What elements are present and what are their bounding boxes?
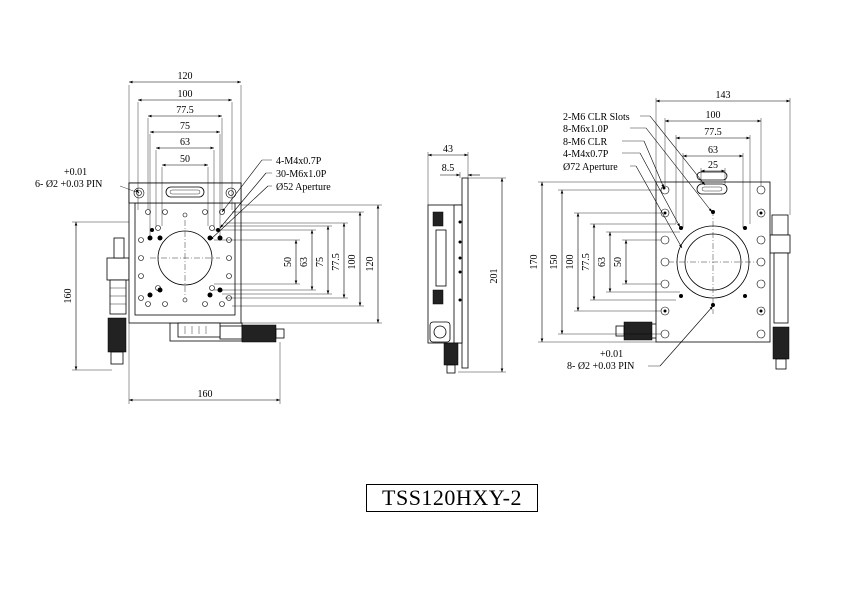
rear-side-150: 150	[549, 255, 560, 270]
side-dim-63: 63	[299, 257, 310, 267]
rear-holes	[660, 185, 766, 339]
rear-side-50: 50	[613, 257, 624, 267]
rear-pin-tol: +0.01	[600, 349, 623, 360]
front-callout-aperture: Ø52 Aperture	[276, 182, 331, 193]
side-dim-201: 201	[489, 269, 500, 284]
side-dim-120: 120	[365, 257, 376, 272]
rear-pin-label: 8- Ø2 +0.03 PIN	[567, 361, 634, 372]
dim-50: 50	[180, 154, 190, 165]
side-dim-43: 43	[443, 144, 453, 155]
rear-callout-slots: 2-M6 CLR Slots	[563, 112, 630, 123]
dim-75: 75	[180, 121, 190, 132]
rear-side-170: 170	[529, 255, 540, 270]
dim-63: 63	[180, 137, 190, 148]
rear-side-dimensions: 170 150 100 77.5 63 50	[529, 181, 680, 343]
drawing-title: TSS120HXY-2	[366, 484, 538, 512]
rear-callout-m4: 4-M4x0.7P	[563, 149, 609, 160]
front-pin-label: 6- Ø2 +0.03 PIN	[35, 179, 102, 190]
rear-dim-143: 143	[716, 90, 731, 101]
rear-side-63: 63	[597, 257, 608, 267]
side-dim-8-5: 8.5	[442, 163, 455, 174]
rear-side-100: 100	[565, 255, 576, 270]
side-dim-50: 50	[283, 257, 294, 267]
rear-dim-100: 100	[706, 110, 721, 121]
rear-top-dimensions: 143 100 77.5 63 25	[655, 90, 791, 228]
dim-100: 100	[178, 89, 193, 100]
front-view: 120 100 77.5 75 63 50	[35, 71, 382, 404]
left-micrometer	[106, 237, 130, 365]
side-view: 43 8.5 201	[427, 144, 506, 374]
front-pin-tol: +0.01	[64, 167, 87, 178]
rear-callout-m6-tap: 8-M6x1.0P	[563, 124, 609, 135]
dim-77-5: 77.5	[176, 105, 194, 116]
rear-bottom-micrometer	[615, 321, 663, 341]
dim-120: 120	[178, 71, 193, 82]
rear-callout-m6-clr: 8-M6 CLR	[563, 137, 608, 148]
front-callout-m4: 4-M4x0.7P	[276, 156, 322, 167]
rear-view: 143 100 77.5 63 25 170	[529, 90, 791, 372]
rear-dim-25: 25	[708, 160, 718, 171]
side-dim-77-5: 77.5	[331, 253, 342, 271]
front-side-dimensions: 50 63 75 77.5 100 120	[214, 204, 382, 324]
side-dim-75: 75	[315, 257, 326, 267]
width-dim-160: 160	[198, 389, 213, 400]
rear-side-77-5: 77.5	[581, 253, 592, 271]
front-callout-m6: 30-M6x1.0P	[276, 169, 327, 180]
rear-callout-aperture: Ø72 Aperture	[563, 162, 618, 173]
rear-dim-63: 63	[708, 145, 718, 156]
height-dim-160: 160	[63, 289, 74, 304]
side-dim-100: 100	[347, 255, 358, 270]
rear-right-micrometer	[769, 214, 791, 370]
rear-dim-77-5: 77.5	[704, 127, 722, 138]
front-top-dimensions: 120 100 77.5 75 63 50	[128, 71, 242, 236]
side-plate	[461, 177, 469, 369]
